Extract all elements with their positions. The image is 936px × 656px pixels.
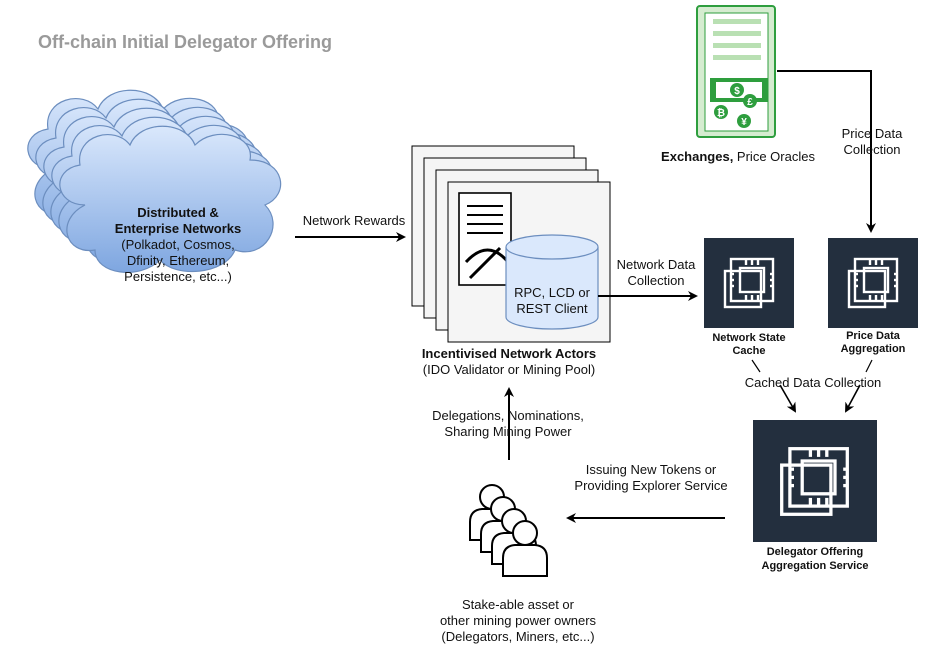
rpc-client-cylinder: [505, 234, 599, 330]
networks-line-3: Persistence, etc...): [124, 269, 232, 284]
service-label-1: Delegator Offering: [766, 546, 864, 558]
network-data-label-1: Network Data: [616, 257, 696, 272]
delegations-label-1: Delegations, Nominations,: [432, 408, 584, 423]
networks-heading-1: Distributed &: [137, 205, 219, 220]
owners-line-3: (Delegators, Miners, etc...): [441, 629, 595, 644]
cache-connector: [751, 359, 761, 373]
price-data-aggregation-node: [828, 238, 918, 328]
network-data-label-2: Collection: [627, 273, 685, 288]
price-agg-label-2: Aggregation: [840, 343, 906, 355]
dollar-symbol: $: [734, 86, 740, 97]
diagram-title: Off-chain Initial Delegator Offering: [38, 32, 333, 52]
exchanges-label-bold: Exchanges,: [661, 149, 734, 164]
service-label-2: Aggregation Service: [761, 560, 869, 572]
actors-name: Incentivised Network Actors: [421, 346, 597, 361]
state-cache-label-1: Network State: [712, 332, 786, 344]
exchanges-label: Exchanges, Price Oracles: [640, 149, 836, 165]
cached-data-label: Cached Data Collection: [744, 375, 882, 390]
price-data-arrow: [777, 70, 876, 233]
pound-symbol: £: [747, 97, 753, 108]
client-label-2: REST Client: [516, 301, 588, 316]
exchanges-icon: [696, 5, 776, 138]
cached-data-arrow-right: [845, 384, 861, 413]
owners-line-2: other mining power owners: [439, 613, 597, 628]
issuing-label-1: Issuing New Tokens or: [585, 462, 717, 477]
delegator-offering-service-node: [753, 420, 877, 542]
network-rewards-label: Network Rewards: [302, 213, 406, 228]
owners-line-1: Stake-able asset or: [461, 597, 574, 612]
enterprise-networks-clouds: [27, 89, 282, 273]
issuing-label-2: Providing Explorer Service: [574, 478, 728, 493]
bitcoin-symbol: ₿: [717, 107, 725, 119]
networks-line-1: (Polkadot, Cosmos,: [121, 237, 235, 252]
stake-owners-icon: [469, 484, 548, 577]
aggregation-connector: [865, 359, 873, 373]
price-data-label-1: Price Data: [841, 126, 903, 141]
network-state-cache-node: [704, 238, 794, 328]
price-agg-label-1: Price Data: [846, 330, 900, 342]
cached-data-arrow-left: [779, 384, 796, 413]
delegations-label-2: Sharing Mining Power: [444, 424, 572, 439]
exchanges-label-rest: Price Oracles: [733, 149, 815, 164]
validator-document-icon: [458, 192, 512, 286]
yen-symbol: ¥: [741, 117, 747, 128]
state-cache-label-2: Cache: [732, 345, 766, 357]
client-label-1: RPC, LCD or: [514, 285, 590, 300]
networks-line-2: Dfinity, Ethereum,: [126, 253, 230, 268]
actors-sub: (IDO Validator or Mining Pool): [422, 362, 596, 377]
price-data-label-2: Collection: [843, 142, 901, 157]
networks-heading-2: Enterprise Networks: [114, 221, 242, 236]
currency-symbols: $ £ ₿ ¥: [717, 86, 753, 128]
